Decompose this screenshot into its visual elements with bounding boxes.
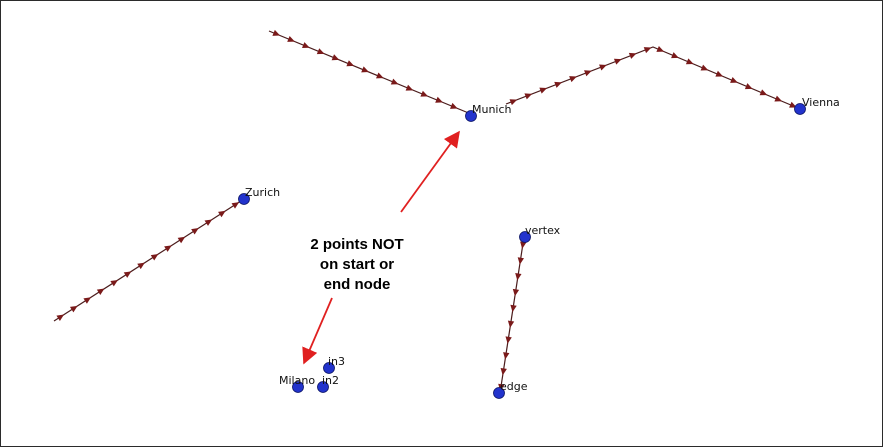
edge-direction-arrow-icon — [231, 202, 240, 209]
node-in2[interactable] — [317, 381, 329, 393]
edge-direction-arrow-icon — [302, 42, 310, 49]
edge-direction-arrow-icon — [515, 273, 522, 281]
edge-direction-arrow-icon — [204, 219, 213, 226]
edge-direction-arrow-icon — [191, 228, 199, 235]
edge-direction-arrow-icon — [520, 241, 527, 249]
node-munich[interactable] — [465, 110, 477, 122]
edge-direction-arrow-icon — [517, 257, 525, 265]
annotation-line-2: on start or — [320, 256, 394, 273]
edge-direction-arrow-icon — [56, 314, 65, 322]
label-munich: Munich — [472, 103, 512, 116]
edge-direction-arrow-icon — [177, 236, 186, 244]
label-zurich: Zurich — [245, 186, 280, 199]
annotation-arrows — [302, 130, 460, 365]
edge-lines — [53, 30, 799, 394]
edge-direction-arrow-icon — [83, 297, 92, 304]
edge-direction-arrow-icon — [569, 76, 577, 83]
edge-direction-arrow-icon — [643, 47, 652, 54]
edge-direction-arrow-icon — [599, 64, 607, 71]
label-in3: in3 — [328, 355, 345, 368]
label-in2: in2 — [322, 374, 339, 387]
edge-direction-arrow-icon — [390, 78, 399, 85]
edge-direction-arrow-icon — [512, 288, 520, 297]
edge-direction-arrow-icon — [316, 48, 325, 55]
edge-munich-vienna[interactable] — [505, 46, 799, 109]
edge-direction-arrow-icon — [331, 54, 340, 61]
edge-direction-arrow-icon — [287, 36, 295, 42]
edge-direction-arrow-icon — [405, 84, 414, 91]
edge-direction-arrow-icon — [774, 95, 783, 102]
edge-direction-arrow-icon — [361, 66, 369, 73]
edge-direction-arrow-icon — [554, 81, 562, 88]
edge-direction-arrow-icon — [150, 254, 159, 261]
edge-direction-arrow-icon — [613, 58, 622, 65]
edge-direction-arrow-icon — [505, 336, 512, 344]
edge-direction-arrow-icon — [700, 64, 709, 71]
edge-direction-arrow-icon — [435, 96, 443, 103]
annotation-arrow-milano — [302, 297, 333, 365]
edge-direction-arrow-icon — [744, 83, 753, 90]
edge-direction-arrow-icon — [539, 87, 548, 94]
node-milano[interactable] — [292, 381, 304, 393]
edge-direction-arrow-icon — [96, 288, 105, 296]
node-vertex[interactable] — [519, 231, 531, 243]
edge-direction-arrow-icon — [507, 320, 515, 328]
label-vienna: Vienna — [802, 96, 840, 109]
label-milano: Milano — [279, 374, 315, 387]
edge-direction-arrow-icon — [685, 58, 694, 65]
edge-direction-arrow-icon — [524, 93, 533, 100]
nodes — [238, 103, 806, 399]
edge-direction-arrow-icon — [503, 352, 510, 360]
annotation-line-3: end node — [324, 276, 391, 293]
edge-direction-arrow-icon — [376, 72, 384, 79]
edge-direction-arrow-icon — [628, 52, 637, 59]
edge-direction-arrow-icon — [759, 89, 768, 96]
node-vienna[interactable] — [794, 103, 806, 115]
annotation-line-1: 2 points NOT — [310, 236, 403, 253]
edge-direction-arrow-icon — [164, 245, 172, 252]
edge-direction-arrow-icon — [272, 29, 281, 36]
node-labels: Munich Vienna Zurich vertex edge in3 Mil… — [245, 96, 840, 393]
edge-direction-arrow-icon — [450, 102, 458, 109]
edge-direction-arrow-icon — [584, 70, 592, 77]
edge-direction-arrow-icon — [500, 367, 507, 376]
edge-direction-arrows — [56, 29, 797, 392]
node-zurich[interactable] — [238, 193, 250, 205]
edge-direction-arrow-icon — [656, 45, 665, 52]
annotation-text: 2 points NOT on start or end node — [310, 236, 403, 293]
edge-direction-arrow-icon — [218, 210, 226, 218]
edge-direction-arrow-icon — [510, 304, 517, 313]
edge-direction-arrow-icon — [123, 271, 132, 278]
node-edge[interactable] — [493, 387, 505, 399]
edge-direction-arrow-icon — [346, 60, 355, 67]
annotation-arrow-munich — [400, 130, 460, 213]
label-edge: edge — [500, 380, 528, 393]
node-in3[interactable] — [323, 362, 335, 374]
edge-direction-arrow-icon — [420, 90, 429, 97]
edge-zurich[interactable] — [53, 198, 245, 322]
edge-direction-arrow-icon — [671, 52, 679, 59]
label-vertex: vertex — [525, 224, 561, 237]
edge-direction-arrow-icon — [69, 305, 78, 313]
edge-direction-arrow-icon — [110, 279, 118, 287]
edge-direction-arrow-icon — [730, 76, 738, 83]
edge-direction-arrow-icon — [137, 262, 145, 270]
edge-direction-arrow-icon — [509, 99, 518, 106]
edge-direction-arrow-icon — [715, 70, 724, 77]
